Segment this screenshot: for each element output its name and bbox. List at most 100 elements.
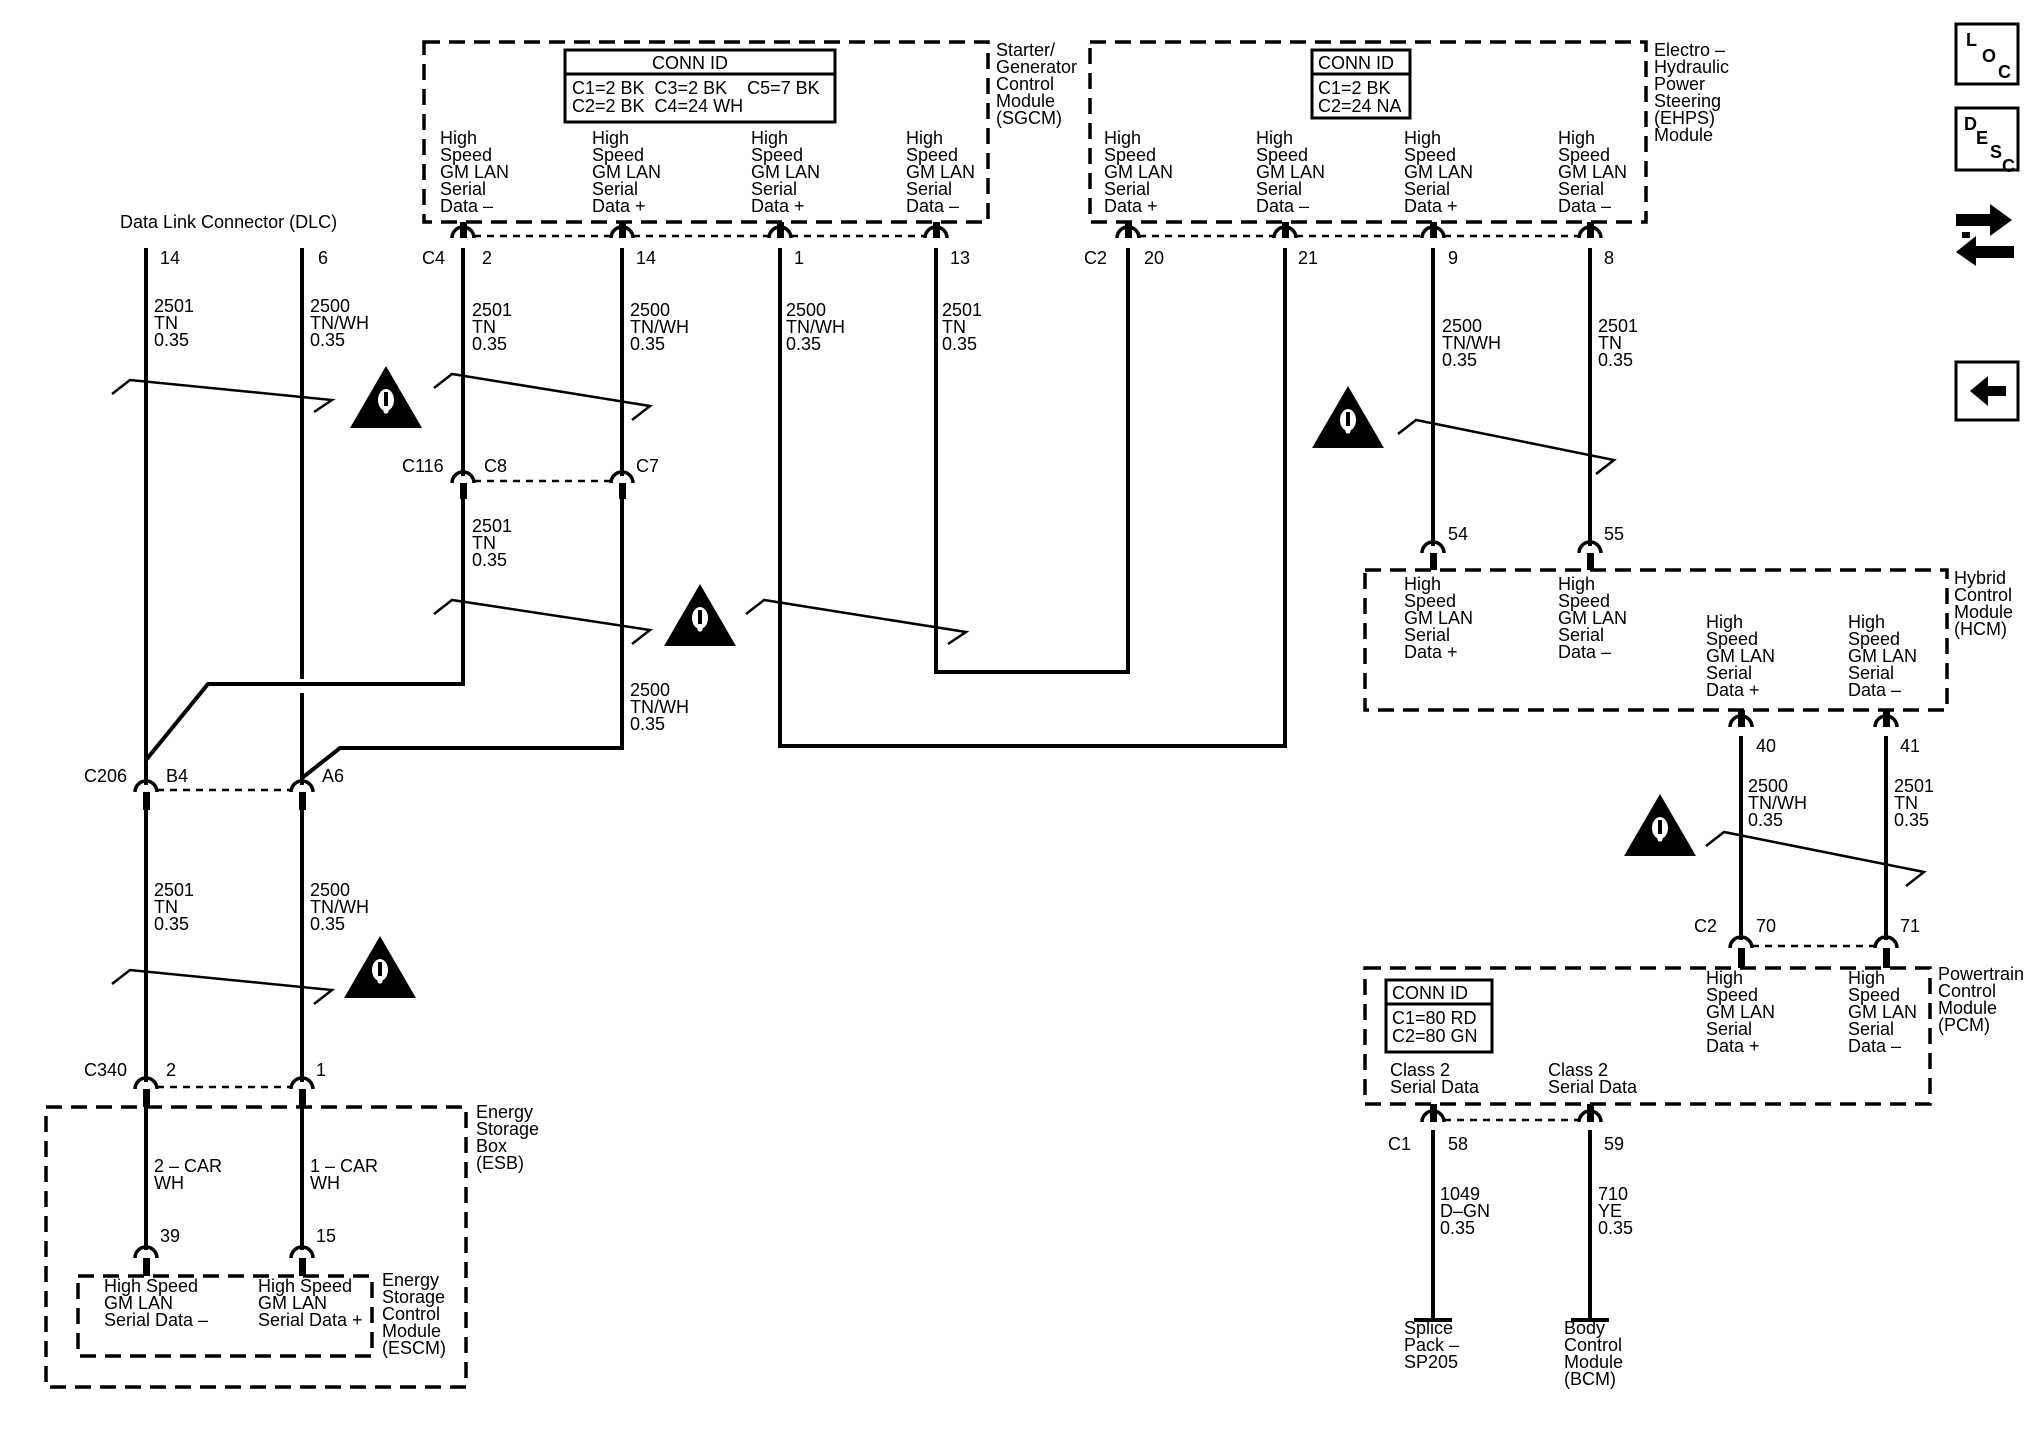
ehps-conn-id-title: CONN ID: [1318, 53, 1394, 73]
pin-connectors: [133, 222, 1899, 1276]
pin-pcm-70: 70: [1756, 916, 1776, 936]
desc-button[interactable]: D E S C: [1954, 106, 2020, 176]
sgcm-box[interactable]: [422, 40, 990, 224]
ehps-box[interactable]: [1088, 40, 1648, 224]
sgcm-conn-id-title: CONN ID: [652, 53, 728, 73]
svg-text:C: C: [2002, 156, 2015, 176]
connector-c340: C340: [84, 1060, 127, 1080]
pin-ehps-8: 8: [1604, 248, 1614, 268]
break-lines: [111, 372, 1927, 1005]
pin-hcm-40: 40: [1756, 736, 1776, 756]
esb-box[interactable]: [44, 1105, 468, 1389]
pcm-box[interactable]: [1363, 966, 1932, 1106]
pcm-conn-id-title: CONN ID: [1392, 983, 1468, 1003]
pin-hcm-54: 54: [1448, 524, 1468, 544]
connector-c8: C8: [484, 456, 507, 476]
connector-icon[interactable]: [1956, 204, 2014, 266]
pin-dlc-14: 14: [160, 248, 180, 268]
svg-text:S: S: [1990, 142, 2002, 162]
pin-c340-2: 2: [166, 1060, 176, 1080]
connector-labels: C4 C2 C116 C8 C7 C206 B4 A6 C340 C2 C1: [84, 248, 1717, 1154]
caution-icon: [350, 366, 422, 428]
connector-a6: A6: [322, 766, 344, 786]
caution-icon: [1624, 794, 1696, 856]
caution-icon: [1312, 386, 1384, 448]
svg-text:O: O: [1982, 46, 1996, 66]
pin-pcm-71: 71: [1900, 916, 1920, 936]
back-arrow-icon[interactable]: [1954, 360, 2020, 422]
wires: [144, 248, 1888, 1318]
caution-icons[interactable]: [344, 366, 1696, 998]
pin-ehps-9: 9: [1448, 248, 1458, 268]
connector-c2-pcm: C2: [1694, 916, 1717, 936]
pin-pcm-59: 59: [1604, 1134, 1624, 1154]
connector-c206: C206: [84, 766, 127, 786]
pin-ehps-21: 21: [1298, 248, 1318, 268]
svg-text:L: L: [1966, 30, 1977, 50]
connector-c2-ehps: C2: [1084, 248, 1107, 268]
pin-c340-1: 1: [316, 1060, 326, 1080]
svg-text:D: D: [1964, 114, 1977, 134]
pin-sgcm-13: 13: [950, 248, 970, 268]
pin-escm-15: 15: [316, 1226, 336, 1246]
pin-ehps-20: 20: [1144, 248, 1164, 268]
pin-hcm-41: 41: [1900, 736, 1920, 756]
connector-c4: C4: [422, 248, 445, 268]
sgcm-conn-id-table: [563, 48, 837, 124]
hcm-box[interactable]: [1363, 568, 1949, 712]
dlc-name: Data Link Connector (DLC): [120, 212, 337, 232]
loc-button[interactable]: L O C: [1954, 22, 2020, 86]
escm-box[interactable]: [76, 1274, 374, 1358]
pin-sgcm-14: 14: [636, 248, 656, 268]
pin-sgcm-2: 2: [482, 248, 492, 268]
caution-icon: [344, 936, 416, 998]
ehps-conn-id-table: [1310, 48, 1412, 120]
